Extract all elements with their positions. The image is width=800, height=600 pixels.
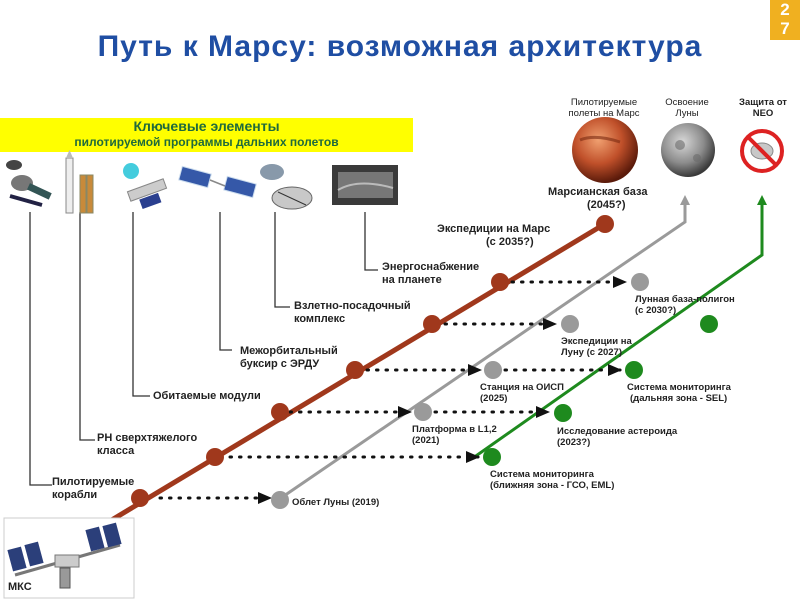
key-elements-title: Ключевые элементы — [133, 118, 280, 134]
connector-line — [219, 212, 232, 351]
moon-node — [484, 361, 502, 379]
no-asteroid-icon — [740, 129, 784, 173]
landing-complex-icon — [260, 164, 313, 210]
neo-node — [554, 404, 572, 422]
neo-track-line — [472, 195, 767, 460]
mars-nodes — [131, 215, 614, 507]
connector-line — [29, 212, 52, 486]
moon-track-line — [277, 195, 690, 502]
neo-nodes — [483, 315, 718, 466]
mars-node — [131, 489, 149, 507]
key-elements-subtitle: пилотируемой программы дальних полетов — [74, 135, 339, 149]
neo-node — [700, 315, 718, 333]
label-mars-expeditions: Экспедиции на Марс(с 2035?) — [437, 223, 550, 248]
label-monitoring-near: Система мониторинга(ближняя зона - ГСО, … — [490, 469, 614, 491]
label-lunar-flyby: Облет Луны (2019) — [292, 497, 379, 508]
connector-line — [364, 212, 378, 271]
mars-node — [346, 361, 364, 379]
label-oisp-station: Станция на ОИСП(2025) — [480, 382, 564, 404]
mars-node — [423, 315, 441, 333]
label-monitoring-far: Система мониторинга(дальняя зона - SEL) — [627, 382, 732, 404]
planet-power-icon — [332, 165, 398, 205]
key-elements-header: Ключевые элементы пилотируемой программы… — [0, 118, 413, 152]
dotted-arrows — [158, 276, 627, 504]
mars-node — [596, 215, 614, 233]
mars-surface-detail — [579, 135, 621, 144]
piloted-ship-icon — [6, 160, 52, 207]
moon-node — [414, 403, 432, 421]
super-heavy-rocket-icon — [65, 150, 94, 214]
moon-crater — [693, 154, 701, 162]
iss-icon — [3, 517, 135, 599]
moon-node — [271, 491, 289, 509]
orbital-tug-icon — [178, 165, 257, 199]
mars-node — [271, 403, 289, 421]
connector-line — [79, 212, 95, 441]
habitat-module-icon — [123, 163, 168, 210]
mars-node — [491, 273, 509, 291]
label-l12-platform: Платформа в L1,2(2021) — [412, 424, 497, 446]
element-connectors — [29, 212, 378, 486]
page-digit: 7 — [780, 19, 790, 38]
label-habitat-modules: Обитаемые модули — [153, 390, 261, 402]
label-mars-base: Марсианская база(2045?) — [548, 186, 648, 211]
neo-node — [483, 448, 501, 466]
moon-icon — [661, 123, 715, 177]
moon-node — [561, 315, 579, 333]
moon-nodes — [271, 273, 649, 509]
mars-planet-icon — [572, 117, 638, 183]
moon-node — [631, 273, 649, 291]
page-number-badge: 2 7 — [770, 0, 800, 40]
iss-label: МКС — [8, 581, 32, 593]
prohibition-ring — [740, 129, 784, 173]
page-digit: 2 — [780, 0, 790, 19]
mars-node — [206, 448, 224, 466]
prohibition-slash — [746, 135, 778, 167]
neo-node — [625, 361, 643, 379]
label-lunar-base: Лунная база-полигон(с 2030?) — [635, 294, 735, 316]
moon-crater — [675, 140, 685, 150]
slide-title: Путь к Марсу: возможная архитектура — [97, 30, 703, 63]
connector-line — [132, 212, 150, 397]
connector-line — [274, 212, 290, 308]
label-asteroid-study: Исследование астероида(2023?) — [557, 426, 678, 448]
